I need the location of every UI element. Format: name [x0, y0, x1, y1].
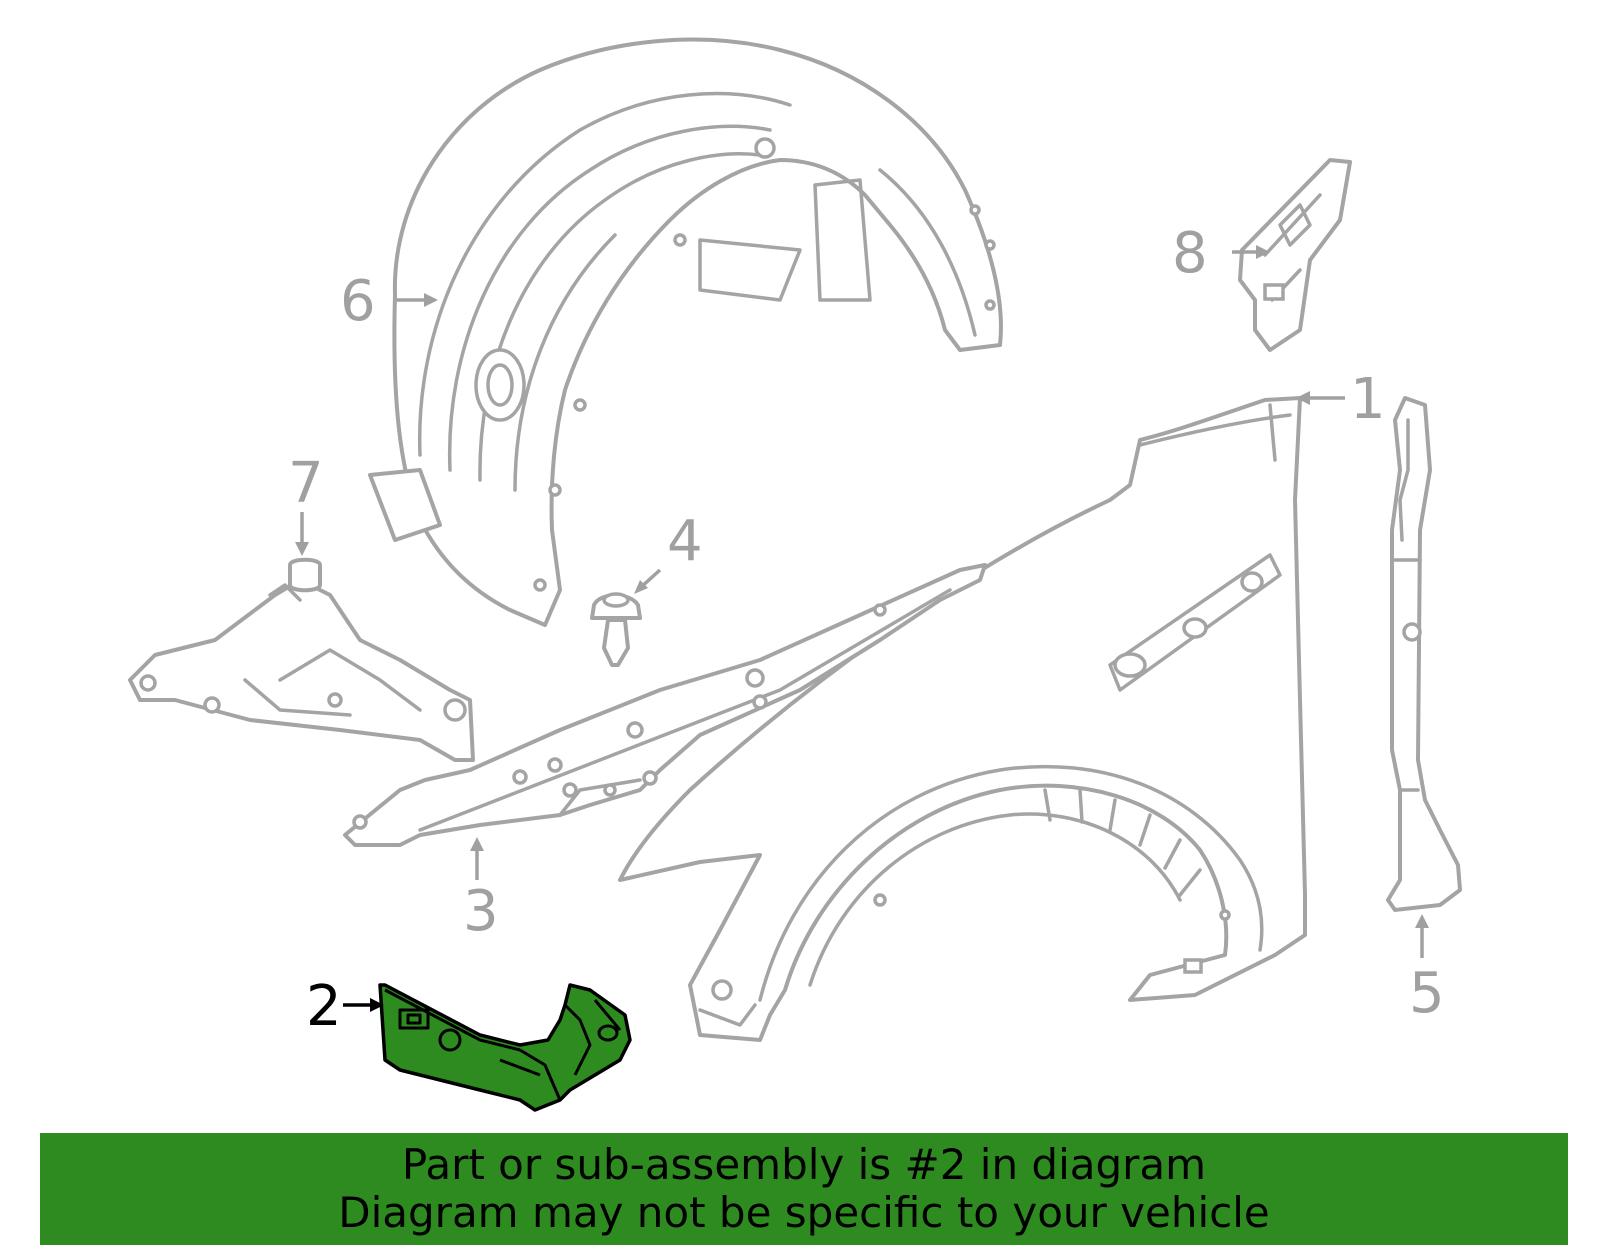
- callout-1-label: 1: [1350, 367, 1386, 432]
- part-1-fender[interactable]: [618, 396, 1307, 1042]
- callout-5: 5: [1409, 914, 1445, 1026]
- callout-8: 8: [1172, 221, 1270, 286]
- part-5-side-seal[interactable]: [1386, 396, 1462, 912]
- callout-3-label: 3: [463, 879, 499, 944]
- callout-3: 3: [463, 837, 499, 944]
- banner-line-1: Part or sub-assembly is #2 in diagram: [401, 1140, 1207, 1189]
- callout-8-label: 8: [1172, 221, 1208, 286]
- callout-5-label: 5: [1409, 961, 1445, 1026]
- part-8-upper-bracket[interactable]: [1238, 158, 1352, 352]
- callout-6-label: 6: [340, 269, 376, 334]
- part-2-bracket[interactable]: [378, 983, 632, 1112]
- callout-4-label: 4: [667, 509, 703, 574]
- callout-6: 6: [340, 269, 438, 334]
- part-4-push-clip[interactable]: [590, 592, 642, 667]
- info-banner: Part or sub-assembly is #2 in diagram Di…: [40, 1133, 1568, 1245]
- part-6-fender-liner[interactable]: [368, 37, 1003, 627]
- part-7-splash-shield[interactable]: [128, 557, 475, 762]
- callout-7: 7: [288, 451, 324, 556]
- callout-7-label: 7: [288, 451, 324, 516]
- banner-line-2: Diagram may not be specific to your vehi…: [338, 1188, 1270, 1237]
- callout-2: 2: [306, 974, 384, 1039]
- callout-1: 1: [1296, 367, 1386, 432]
- callout-4: 4: [634, 509, 703, 594]
- part-3-upper-rail[interactable]: [343, 563, 987, 847]
- callout-2-label: 2: [306, 974, 342, 1039]
